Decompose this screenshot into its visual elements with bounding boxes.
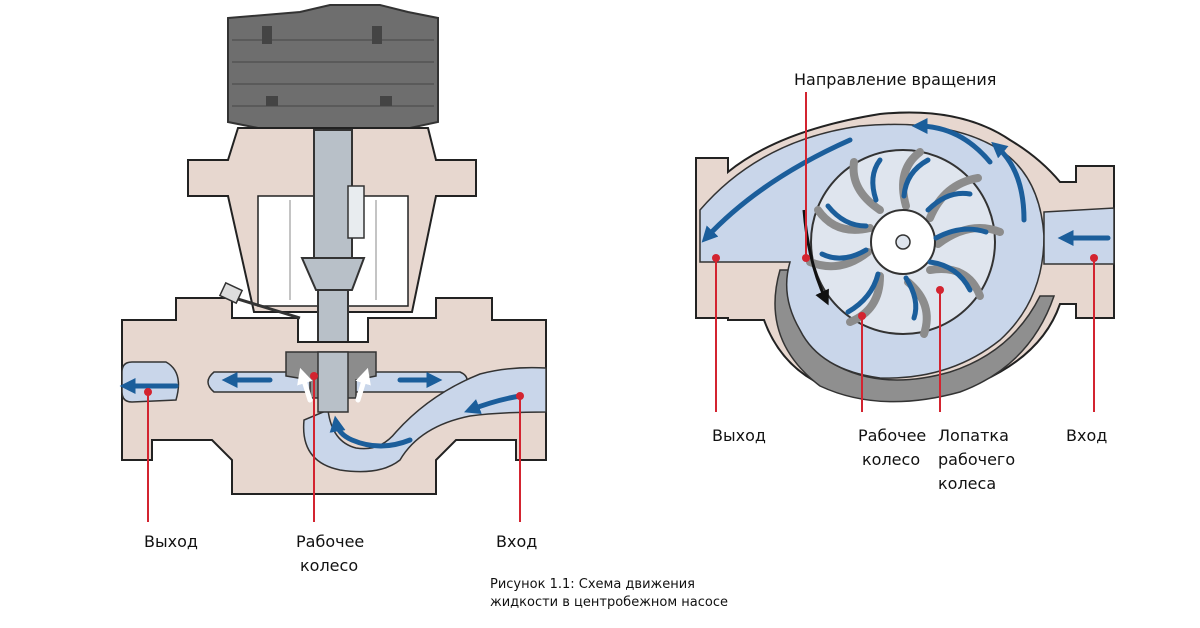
motor bbox=[227, 4, 439, 129]
shaft bbox=[300, 129, 366, 371]
caption-line1: Рисунок 1.1: Схема движения bbox=[490, 577, 696, 592]
right-impeller-label-line1: Рабочее bbox=[858, 426, 927, 445]
left-outlet-label: Выход bbox=[144, 532, 198, 551]
caption-line2: жидкости в центробежном насосе bbox=[490, 595, 729, 610]
flow-arrows-right bbox=[701, 118, 1111, 321]
rotation-direction-label: Направление вращения bbox=[794, 70, 997, 89]
figure-caption: Рисунок 1.1: Схема движения жидкости в ц… bbox=[490, 576, 728, 612]
vane-label-line3: колеса bbox=[938, 474, 997, 493]
right-impeller-label-line2: колесо bbox=[862, 450, 921, 469]
outlet-passage bbox=[121, 361, 180, 403]
right-inlet-label: Вход bbox=[1066, 426, 1108, 445]
shaft-bore bbox=[895, 234, 911, 250]
inline-pump-diagram bbox=[119, 4, 547, 522]
leaders-left bbox=[144, 372, 524, 522]
vane-label-line1: Лопатка bbox=[938, 426, 1009, 445]
left-impeller-label-line2: колесо bbox=[300, 556, 359, 575]
right-outlet-label: Выход bbox=[712, 426, 766, 445]
leaders-right bbox=[712, 254, 1098, 412]
volute-diagram bbox=[695, 92, 1115, 412]
inlet-passage bbox=[302, 366, 547, 473]
left-inlet-label: Вход bbox=[496, 532, 538, 551]
left-impeller-label-line1: Рабочее bbox=[296, 532, 365, 551]
pump-casing bbox=[121, 297, 547, 495]
vane-label-line2: рабочего bbox=[938, 450, 1016, 469]
rotation-direction-indicator bbox=[802, 92, 829, 306]
flow-arrows-left bbox=[119, 367, 523, 449]
pressure-gauge-fitting bbox=[218, 281, 301, 320]
